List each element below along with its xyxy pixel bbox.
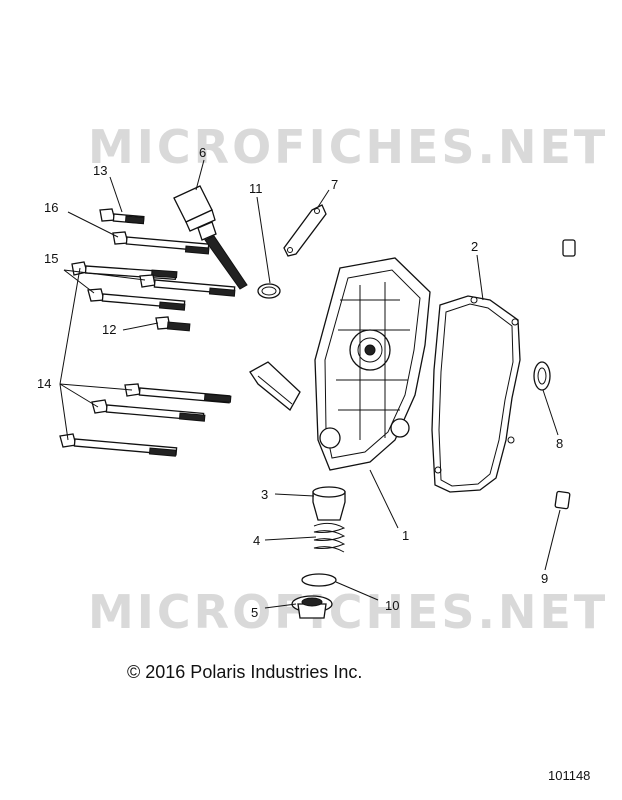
bolt-14d <box>59 433 178 457</box>
dowel-pin-upper <box>562 239 576 257</box>
spring-4 <box>313 522 346 553</box>
seal-8 <box>533 361 551 391</box>
callout-7: 7 <box>331 177 338 192</box>
gasket-2 <box>431 295 521 493</box>
bolt-12 <box>155 316 191 332</box>
callout-10: 10 <box>385 598 399 613</box>
callout-11: 11 <box>249 181 263 196</box>
callout-8: 8 <box>556 436 563 451</box>
callout-5: 5 <box>251 605 258 620</box>
bolt-14a <box>71 261 178 280</box>
watermark-top: MICROFICHES.NET <box>88 120 608 174</box>
plug-5 <box>291 595 333 619</box>
callout-14: 14 <box>37 376 51 391</box>
bracket-7 <box>283 204 327 257</box>
callout-4: 4 <box>253 533 260 548</box>
crankcase-cover-1 <box>249 257 431 471</box>
figure-number: 101148 <box>548 768 590 783</box>
bolt-13 <box>99 208 145 225</box>
bolt-16 <box>112 231 210 255</box>
callout-15: 15 <box>44 251 58 266</box>
o-ring-11 <box>257 283 281 299</box>
leader-lines <box>59 159 561 609</box>
copyright-text: © 2016 Polaris Industries Inc. <box>127 662 362 682</box>
bolt-14b <box>124 383 232 404</box>
callout-16: 16 <box>44 200 58 215</box>
o-ring-10 <box>301 573 337 587</box>
callout-13: 13 <box>93 163 107 178</box>
callout-9: 9 <box>541 571 548 586</box>
callout-2: 2 <box>471 239 478 254</box>
callout-3: 3 <box>261 487 268 502</box>
bolt-15a <box>139 274 236 297</box>
callout-6: 6 <box>199 145 206 160</box>
callout-12: 12 <box>102 322 116 337</box>
bolt-14c <box>91 399 206 422</box>
watermark-bottom: MICROFICHES.NET <box>88 585 608 639</box>
callout-1: 1 <box>402 528 409 543</box>
bolt-15b <box>87 288 186 311</box>
dipstick-6 <box>173 185 248 290</box>
cap-3 <box>312 486 346 521</box>
dowel-pin-9 <box>554 490 571 510</box>
